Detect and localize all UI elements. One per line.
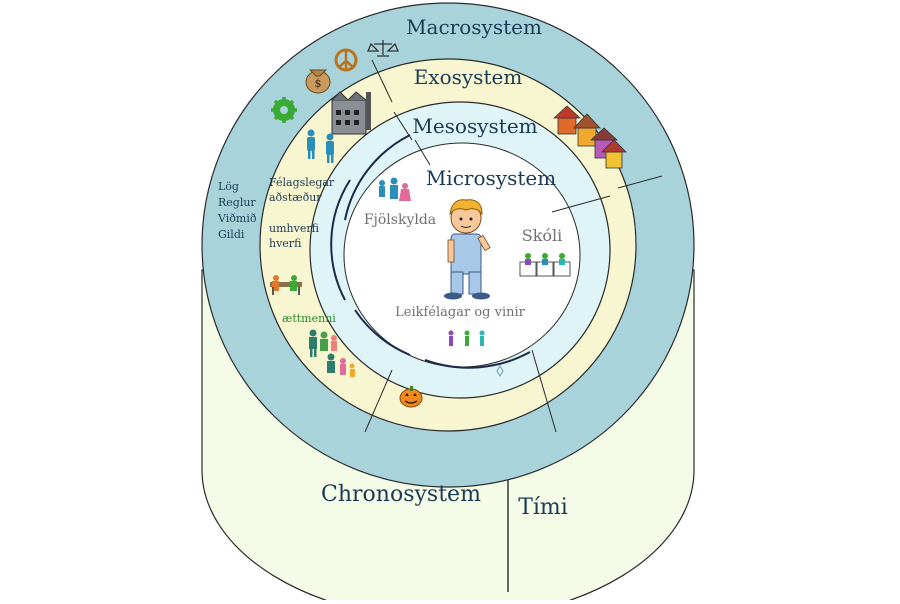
exo-item: aðstæður [269, 191, 322, 204]
office-workers-icon [270, 275, 302, 295]
macrosystem-label: Macrosystem [406, 15, 542, 39]
macro-value: Viðmið [217, 212, 257, 225]
exo-item: umhverfi [269, 222, 320, 235]
houses-icon [552, 105, 627, 169]
macro-value: Lög [218, 180, 239, 193]
money-bag-icon: $ [305, 69, 331, 94]
macro-value: Gildi [218, 228, 245, 241]
svg-text:$: $ [315, 77, 322, 90]
gear-icon [271, 97, 297, 123]
family-label: Fjölskylda [364, 212, 436, 228]
family-icon [379, 177, 411, 201]
mesosystem-label: Mesosystem [412, 114, 537, 138]
sector-lines [364, 59, 663, 433]
exo-items: Félagslegar aðstæður umhverfi hverfi ætt… [269, 176, 336, 325]
extended-family-icon [309, 329, 355, 377]
exo-item: hverfi [269, 237, 302, 250]
people-icon [307, 129, 334, 163]
friends-icon [448, 330, 485, 346]
microsystem-label: Microsystem [426, 166, 556, 190]
chronosystem-label: Chronosystem [321, 482, 481, 507]
macro-value: Reglur [218, 196, 256, 209]
small-diamond-icon [496, 365, 504, 377]
peace-icon [334, 48, 358, 72]
time-label: Tími [518, 495, 568, 520]
school-desks-icon [519, 253, 571, 277]
scales-icon [367, 40, 399, 57]
macro-values: Lög Reglur Viðmið Gildi [217, 180, 257, 241]
exo-item: Félagslegar [269, 176, 335, 189]
pumpkin-icon [399, 386, 423, 408]
peers-label: Leikfélagar og vinir [395, 305, 526, 320]
child-icon [444, 199, 491, 300]
exo-item: ættmenni [282, 312, 336, 325]
mesosystem-arcs [330, 134, 531, 369]
exosystem-label: Exosystem [414, 65, 523, 89]
factory-icon [331, 91, 371, 135]
school-label: Skóli [522, 226, 563, 245]
